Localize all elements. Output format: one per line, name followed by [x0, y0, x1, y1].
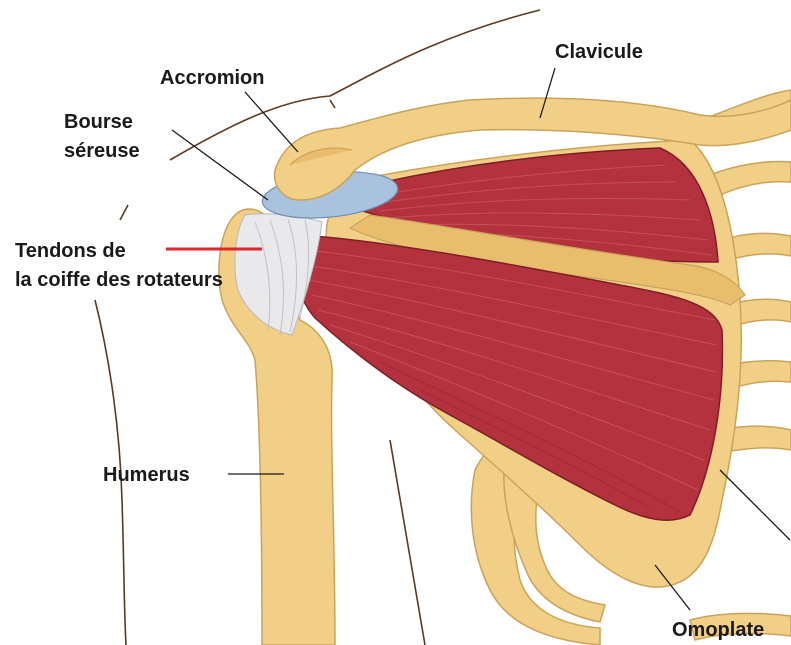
rib-leader: [720, 470, 790, 540]
bourse-leader: [172, 130, 268, 200]
acromion-leader: [245, 92, 298, 152]
humerus-label: Humerus: [103, 464, 190, 486]
omoplate-label: Omoplate: [672, 619, 764, 641]
acromion-label: Accromion: [160, 67, 264, 89]
bourse-label-line2: séreuse: [64, 140, 140, 162]
tendons-label-line2: la coiffe des rotateurs: [15, 269, 223, 291]
bourse-label-line1: Bourse: [64, 111, 133, 133]
clavicule-label: Clavicule: [555, 41, 643, 63]
tendons-label-line1: Tendons de: [15, 240, 126, 262]
